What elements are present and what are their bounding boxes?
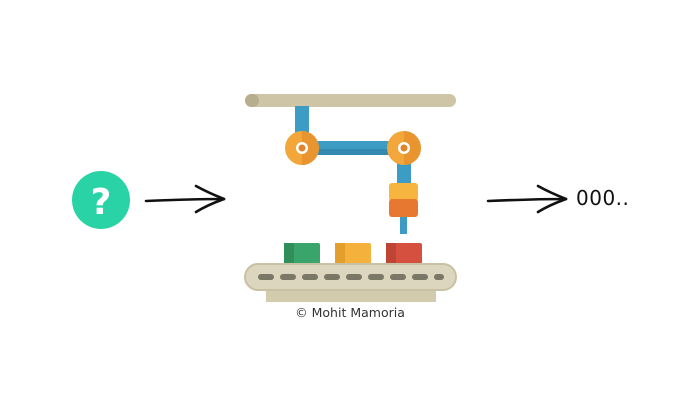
credit-line: © Mohit Mamoria: [0, 305, 700, 320]
conveyor-items: [284, 243, 422, 264]
arm-mount: [295, 106, 309, 136]
belt-dashes: [258, 274, 444, 280]
arrow-right-icon: [144, 184, 226, 214]
credit-text: © Mohit Mamoria: [295, 305, 405, 320]
gripper-tip: [400, 217, 407, 234]
gripper-top: [389, 183, 418, 201]
output-text: 000..: [576, 186, 630, 210]
conveyor-belt-icon: [244, 263, 457, 302]
robot-arm-icon: [245, 94, 456, 234]
question-circle: [72, 171, 130, 229]
arrow-right-icon: [486, 184, 568, 214]
top-rail: [245, 94, 456, 107]
gripper-bottom: [389, 199, 418, 217]
question-icon: ?: [72, 171, 130, 229]
question-mark: ?: [91, 182, 112, 223]
